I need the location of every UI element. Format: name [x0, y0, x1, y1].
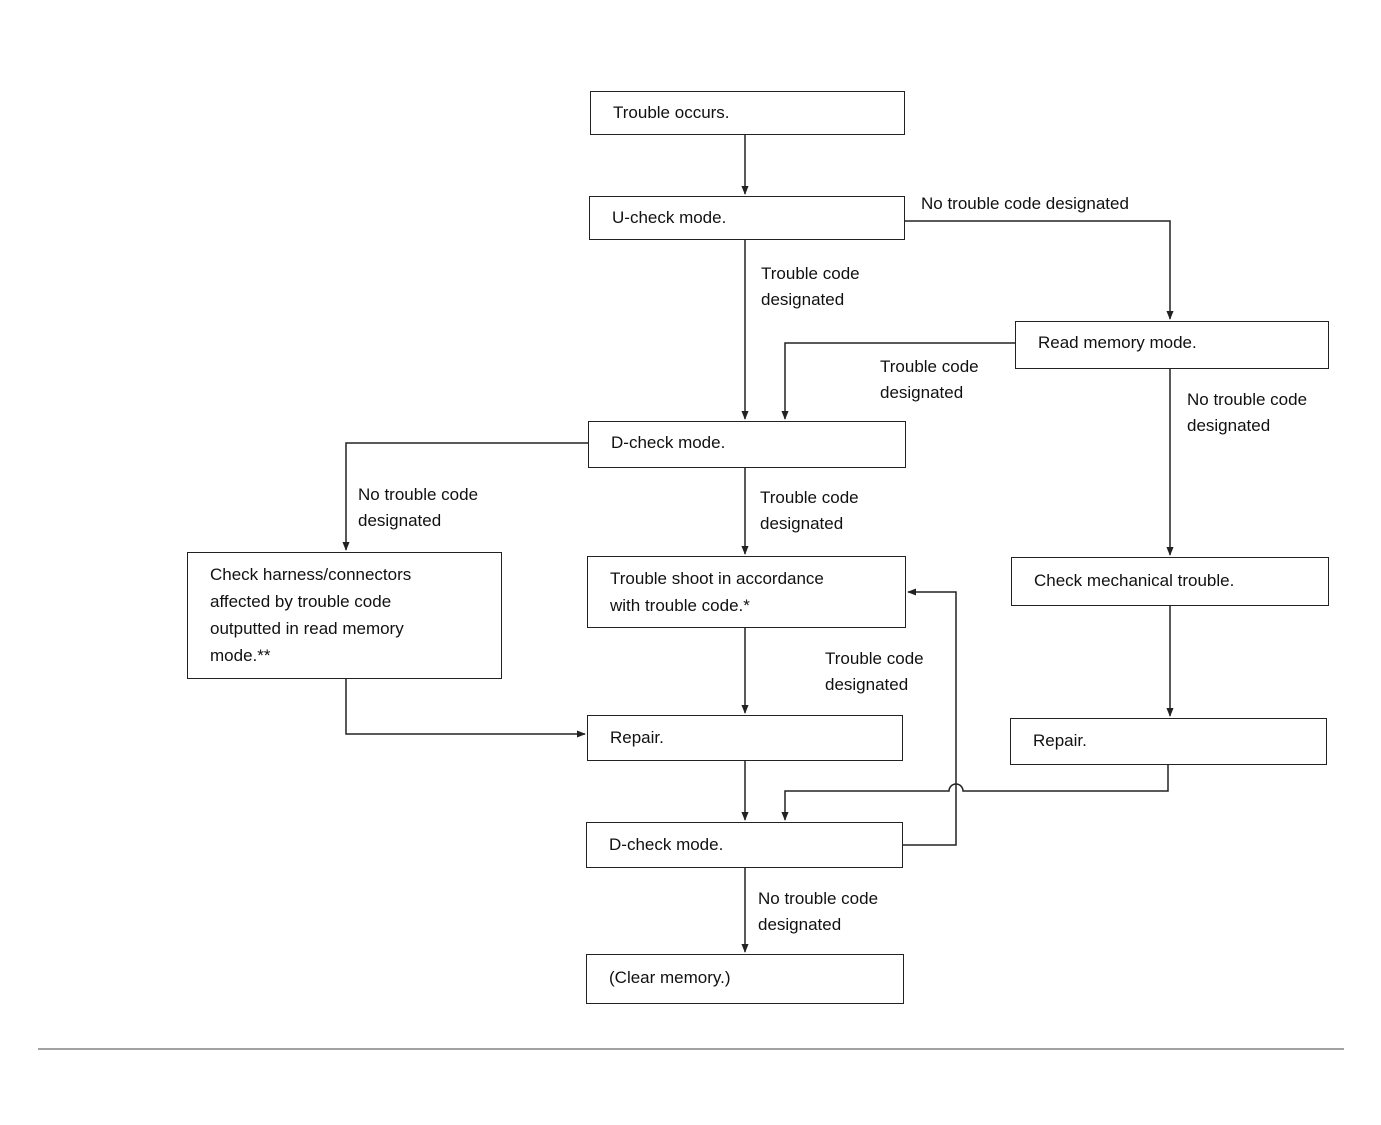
box-text: Read memory mode.	[1038, 333, 1197, 352]
box-text: (Clear memory.)	[609, 968, 731, 987]
label-readmemory-code: Trouble code designated	[880, 357, 979, 402]
box-text: Repair.	[610, 728, 664, 747]
box-trouble-shoot: Trouble shoot in accordance with trouble…	[587, 556, 906, 628]
label-dcheck1-no-code: No trouble code designated	[358, 485, 479, 530]
box-text: Repair.	[1033, 731, 1087, 750]
box-check-mechanical: Check mechanical trouble.	[1011, 557, 1329, 606]
box-read-memory-mode: Read memory mode.	[1015, 321, 1329, 369]
label-ucheck-code: Trouble code designated	[761, 264, 860, 309]
label-dcheck1-code: Trouble code designated	[760, 488, 859, 533]
box-d-check-mode-2: D-check mode.	[586, 822, 903, 868]
box-u-check-mode: U-check mode.	[589, 196, 905, 240]
connector-dcheck-to-harness	[342, 442, 588, 551]
box-text: Check harness/connectors affected by tro…	[210, 565, 412, 665]
connector-harness-to-repair	[345, 679, 586, 738]
label-dcheck2-code: Trouble code designated	[825, 649, 924, 694]
box-repair-2: Repair.	[1010, 718, 1327, 765]
box-text: D-check mode.	[611, 433, 726, 452]
connector-dcheck2-to-troubleshoot	[903, 588, 957, 846]
label-dcheck2-no-code: No trouble code designated	[758, 889, 879, 934]
box-check-harness: Check harness/connectors affected by tro…	[187, 552, 502, 679]
box-text: D-check mode.	[609, 835, 724, 854]
connector-ucheck-to-readmemory	[905, 220, 1174, 320]
connector-readmemory-to-dcheck	[781, 342, 1015, 420]
label-readmemory-no-code: No trouble code designated	[1187, 390, 1308, 435]
label-ucheck-no-code: No trouble code designated	[921, 194, 1129, 213]
box-text: U-check mode.	[612, 208, 727, 227]
box-trouble-occurs: Trouble occurs.	[590, 91, 905, 135]
box-repair-1: Repair.	[587, 715, 903, 761]
connector-repair2-to-dcheck2	[781, 765, 1169, 821]
box-clear-memory: (Clear memory.)	[586, 954, 904, 1004]
box-text: Check mechanical trouble.	[1034, 571, 1235, 590]
box-text: Trouble shoot in accordance with trouble…	[610, 569, 824, 615]
box-d-check-mode-1: D-check mode.	[588, 421, 906, 468]
box-text: Trouble occurs.	[613, 103, 730, 122]
